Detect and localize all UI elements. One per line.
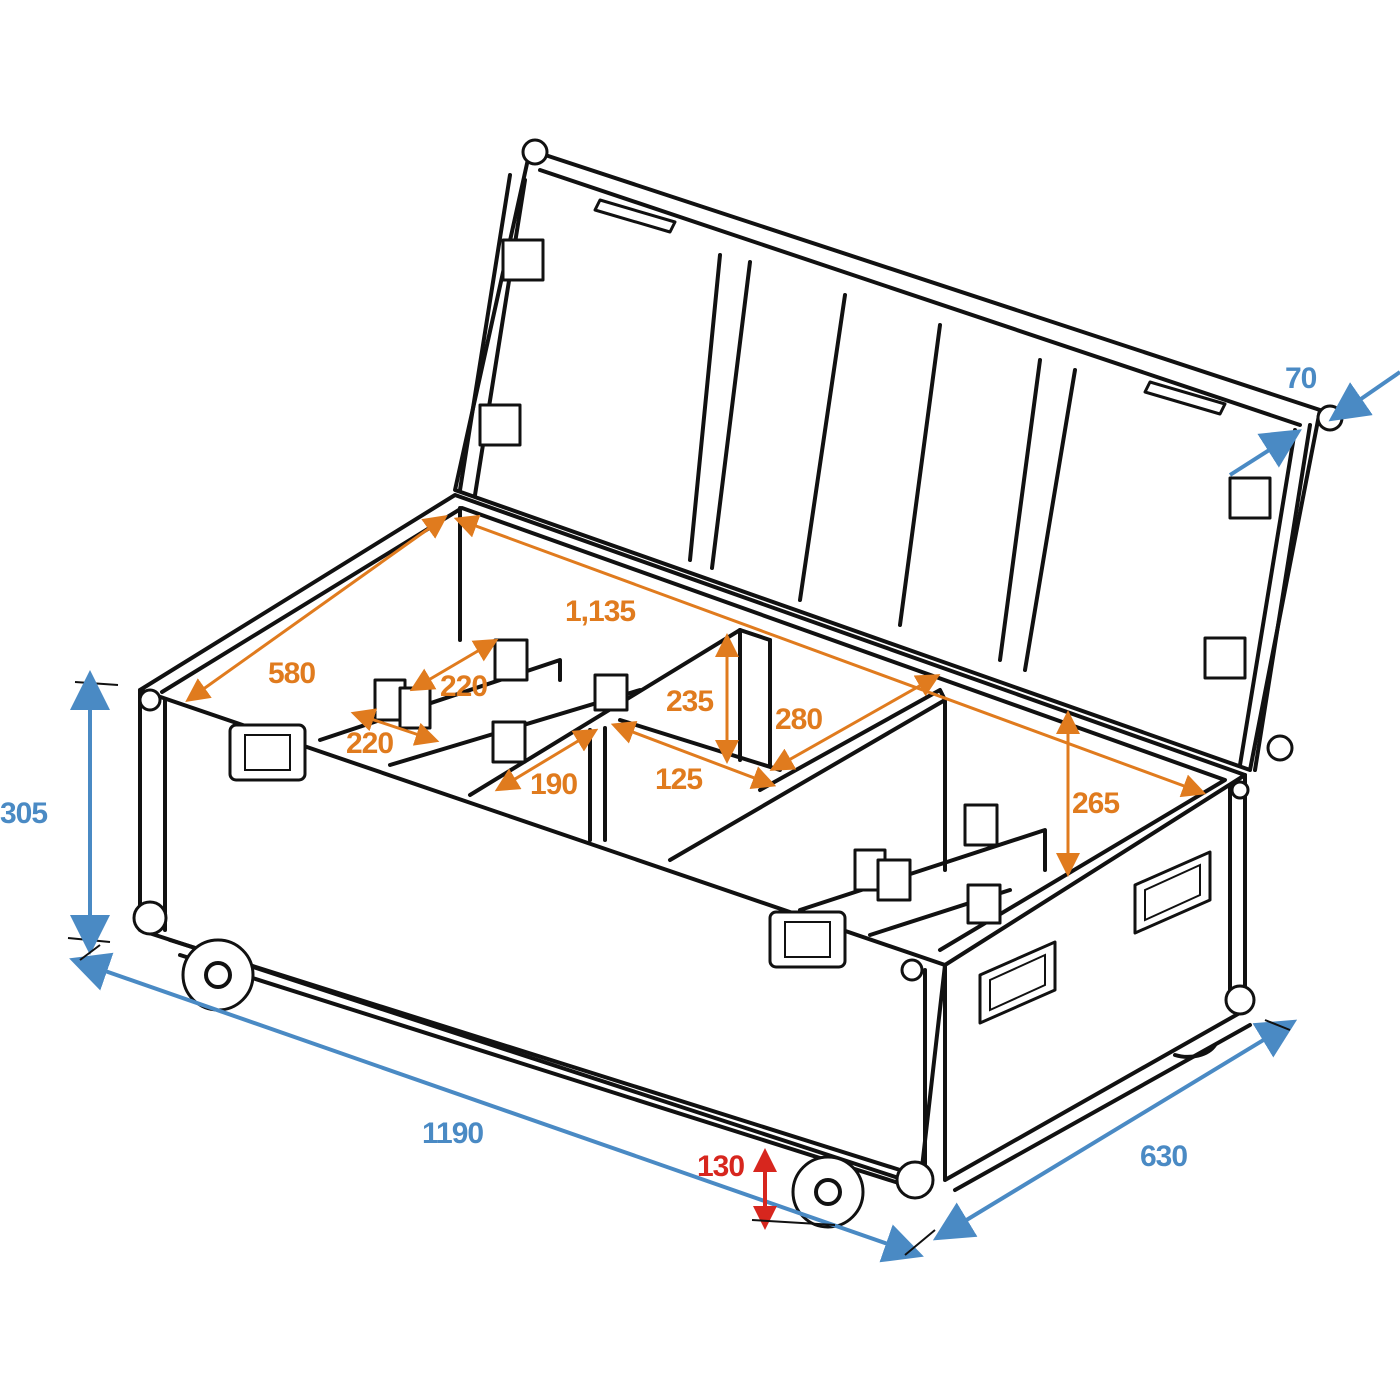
interior-dimension-lines (185, 514, 1207, 877)
length-label: 1190 (422, 1117, 484, 1150)
interior-height-label: 265 (1072, 787, 1120, 820)
compartment-b-label: 220 (346, 727, 394, 760)
compartment-f-label: 280 (775, 703, 823, 736)
wheel-height-label: 130 (697, 1150, 745, 1183)
compartment-d-label: 235 (666, 685, 714, 718)
interior-length-label: 1,135 (565, 595, 636, 628)
interior-width-label: 580 (268, 657, 316, 690)
wheel-height-dimension (751, 1148, 836, 1230)
compartment-c-label: 190 (530, 768, 578, 801)
compartment-e-label: 125 (655, 763, 703, 796)
compartment-a-label: 220 (440, 670, 488, 703)
lid-depth-label: 70 (1285, 362, 1317, 395)
height-label: 305 (0, 797, 48, 830)
lid (453, 138, 1344, 772)
depth-label: 630 (1140, 1140, 1188, 1173)
